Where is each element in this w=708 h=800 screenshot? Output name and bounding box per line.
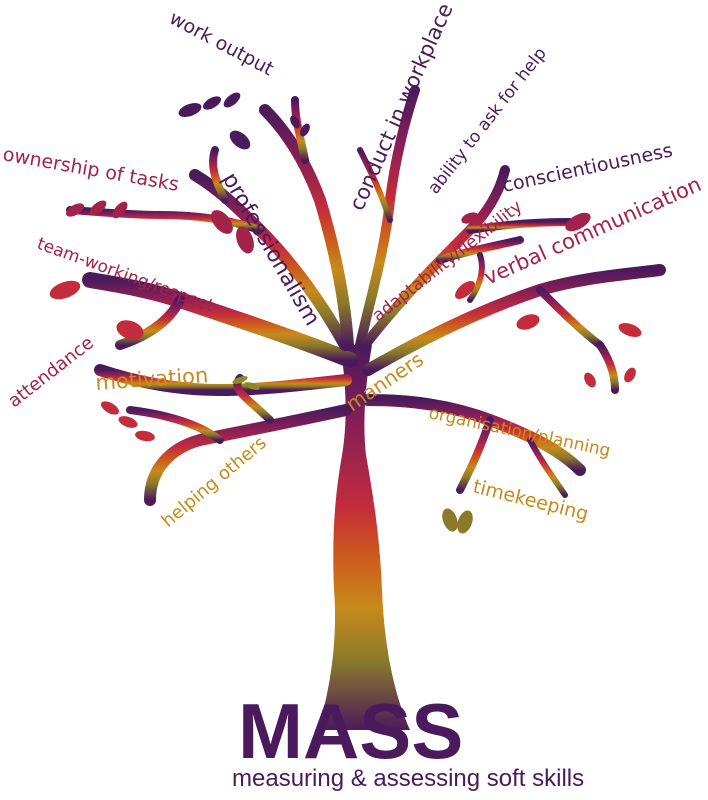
leaf-icon bbox=[135, 430, 155, 442]
leaves bbox=[49, 92, 642, 534]
leaf-icon bbox=[236, 226, 254, 254]
branch bbox=[94, 364, 352, 396]
leaf-icon bbox=[442, 508, 458, 532]
leaf-icon bbox=[457, 510, 473, 534]
leaf-icon bbox=[232, 376, 248, 384]
skill-label-organisation-planning: organisation/planning bbox=[427, 403, 612, 461]
skill-label-work-output: work output bbox=[166, 7, 278, 80]
leaf-icon bbox=[116, 320, 144, 340]
brand: MASS measuring & assessing soft skills bbox=[232, 687, 584, 792]
leaf-icon bbox=[565, 212, 591, 232]
leaf-icon bbox=[112, 201, 128, 219]
leaf-icon bbox=[624, 367, 636, 383]
leaf-icon bbox=[223, 92, 241, 108]
branch bbox=[82, 272, 358, 368]
leaf-icon bbox=[244, 382, 260, 390]
skill-label-timekeeping: timekeeping bbox=[471, 476, 591, 526]
branch bbox=[527, 437, 568, 498]
leaf-icon bbox=[211, 210, 233, 234]
leaf-icon bbox=[89, 200, 107, 216]
leaf-icon bbox=[516, 314, 540, 330]
branch bbox=[596, 341, 619, 394]
branch bbox=[115, 295, 185, 350]
leaf-icon bbox=[290, 115, 300, 129]
branch bbox=[259, 104, 354, 351]
leaf-icon bbox=[300, 123, 310, 137]
tree-trunk bbox=[318, 345, 410, 730]
branch bbox=[355, 85, 420, 350]
skill-label-ownership-of-tasks: ownership of tasks bbox=[1, 143, 180, 196]
branch bbox=[144, 404, 352, 506]
branch bbox=[209, 146, 229, 204]
branch bbox=[436, 236, 524, 264]
leaf-icon bbox=[202, 96, 222, 110]
skill-label-conscientiousness: conscientiousness bbox=[500, 139, 674, 197]
leaf-icon bbox=[584, 372, 596, 388]
leaf-icon bbox=[229, 130, 251, 150]
branch bbox=[536, 286, 604, 349]
branch bbox=[456, 416, 494, 494]
branch bbox=[357, 147, 393, 223]
branch bbox=[467, 252, 485, 303]
leaf-icon bbox=[178, 103, 202, 117]
skill-label-professionalism: professionalism bbox=[217, 169, 325, 331]
branch bbox=[466, 218, 574, 234]
leaf-icon bbox=[618, 323, 642, 337]
leaf-icon bbox=[65, 203, 85, 217]
branch bbox=[126, 406, 224, 444]
skill-label-team-working-respect: team-working/respect bbox=[34, 234, 216, 317]
skill-label-attendance: attendance bbox=[4, 332, 98, 412]
brand-title: MASS bbox=[238, 687, 463, 775]
leaf-icon bbox=[100, 401, 120, 415]
brand-subtitle: measuring & assessing soft skills bbox=[232, 765, 584, 792]
branch bbox=[360, 165, 510, 350]
leaf-icon bbox=[461, 212, 479, 224]
leaf-icon bbox=[49, 280, 81, 300]
leaf-icon bbox=[118, 416, 138, 428]
leaf-icon bbox=[455, 281, 475, 299]
